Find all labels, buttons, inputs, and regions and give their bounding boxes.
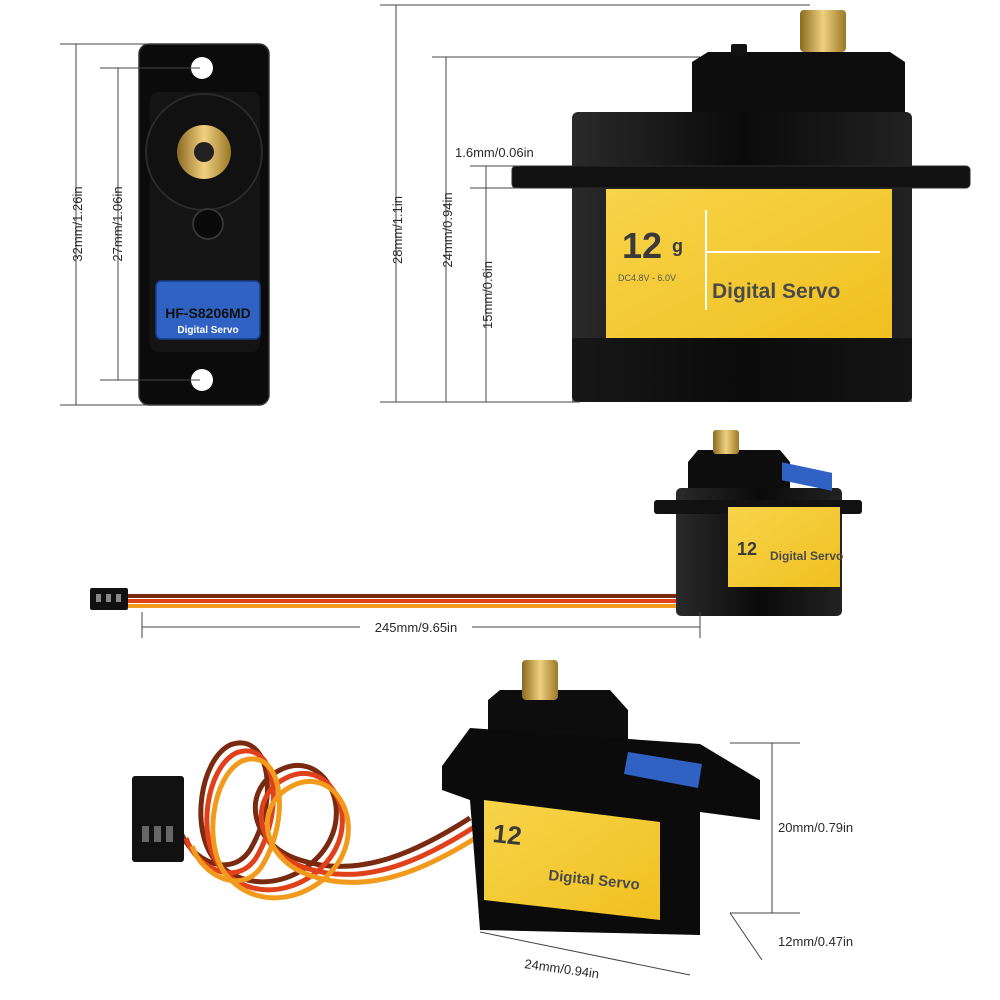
weight-unit-label: g: [672, 236, 683, 256]
voltage-label: DC4.8V - 6.0V: [618, 273, 676, 283]
top-view-servo: HF-S8206MD Digital Servo: [138, 43, 270, 406]
dim-body-height: 24mm/0.94in: [440, 192, 455, 267]
dim-left-view: 32mm/1.26in 27mm/1.06in: [60, 43, 200, 406]
dim-body-height-front: 20mm/0.79in: [778, 820, 853, 835]
dim-side-view: 28mm/1.1in 24mm/0.94in 1.6mm/0.06in 15mm…: [380, 4, 810, 403]
dim-height-total: 32mm/1.26in: [70, 186, 85, 261]
dim-hole-spacing: 27mm/1.06in: [110, 186, 125, 261]
model-sublabel-top: Digital Servo: [177, 325, 238, 336]
side-view-servo: 12 g DC4.8V - 6.0V Digital Servo: [511, 10, 971, 402]
dim-flange-thickness: 1.6mm/0.06in: [455, 145, 534, 160]
middle-servo-with-cable: 12 Digital Servo: [90, 430, 862, 616]
dim-flange-to-bottom: 15mm/0.6in: [480, 261, 495, 329]
dim-body-length: 24mm/0.94in: [524, 956, 601, 981]
weight-label: 12: [622, 225, 662, 266]
dim-body-width: 12mm/0.47in: [778, 934, 853, 949]
dim-cable-length: 245mm/9.65in: [375, 620, 457, 635]
weight-label-bottom: 12: [491, 818, 523, 851]
dim-cable: 245mm/9.65in: [141, 612, 701, 638]
model-label-top: HF-S8206MD: [165, 305, 251, 321]
product-type-label: Digital Servo: [712, 280, 840, 303]
dim-side-height: 28mm/1.1in: [390, 196, 405, 264]
weight-label-mid: 12: [737, 539, 757, 559]
product-type-label-mid: Digital Servo: [770, 549, 843, 563]
bottom-servo: 12 Digital Servo: [132, 660, 760, 935]
